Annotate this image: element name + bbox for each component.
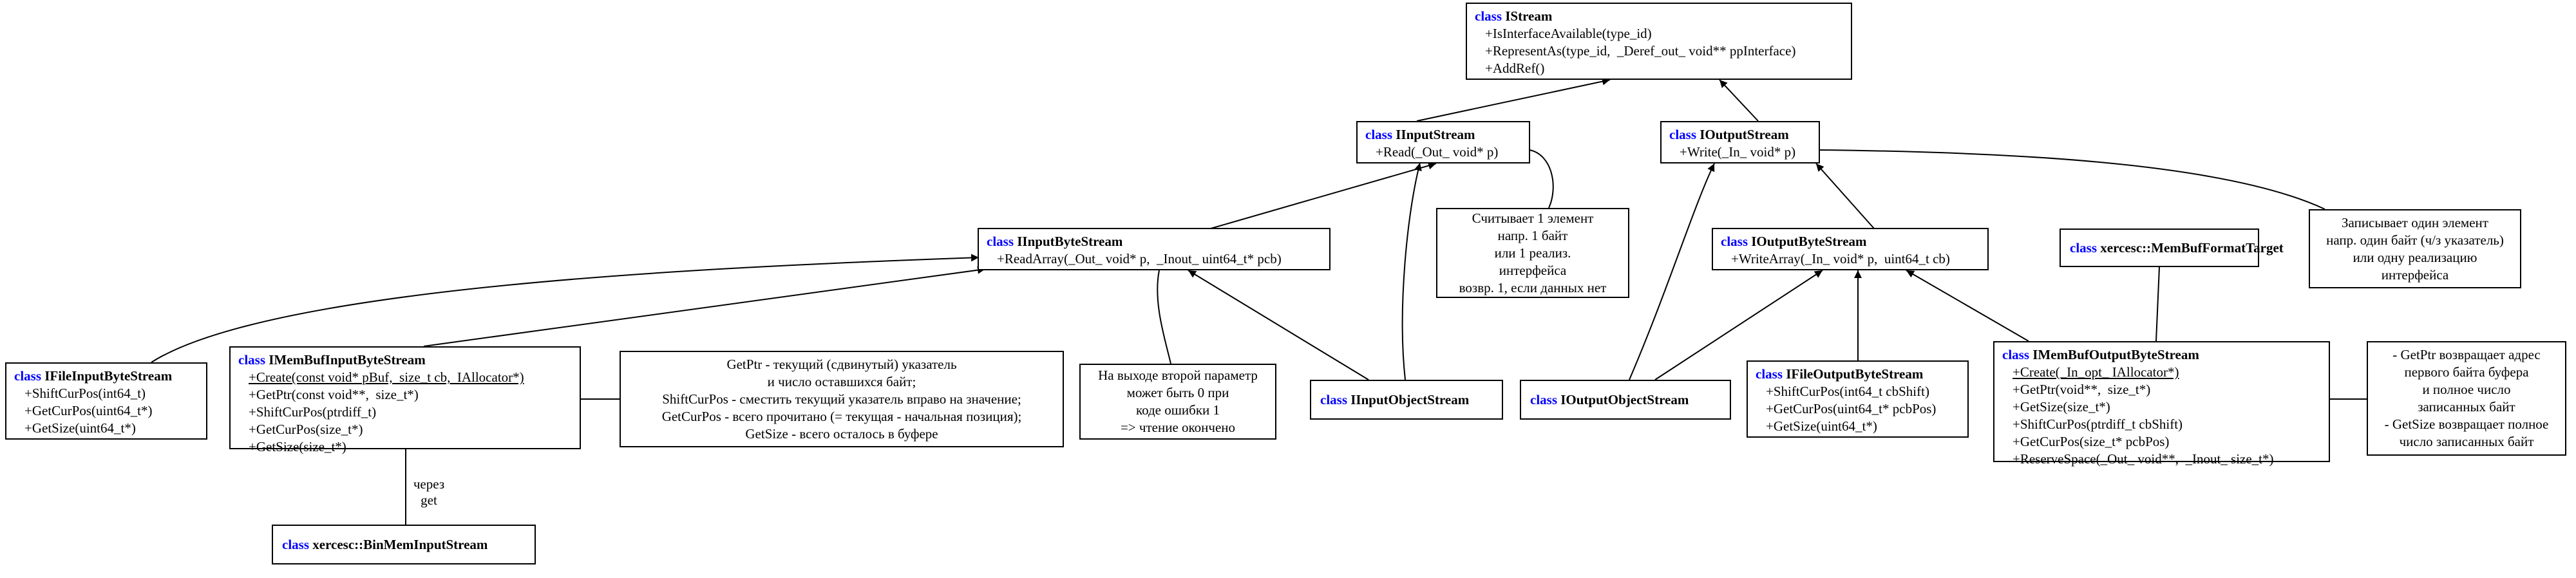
class-imembufoutputbytestream: class IMemBufOutputByteStream +Create(_I… <box>1993 341 2330 467</box>
edge-membufformat-imembufout <box>2155 266 2160 342</box>
class-binmeminputstream: class xercesc::BinMemInputStream <box>272 525 536 564</box>
imembufoutputbytestream-member: +GetPtr(void**, size_t*) <box>2012 382 2151 397</box>
class-imembufinputbytestream: class IMemBufInputByteStream +Create(con… <box>229 346 581 454</box>
imembufinputbytestream-member: +GetCurPos(size_t*) <box>249 422 363 437</box>
class-ioutputbytestream: class IOutputByteStream +WriteArray(_In_… <box>1712 228 1989 270</box>
ifileinputbytestream-title: class IFileInputByteStream <box>14 368 173 384</box>
imembufinputbytestream-title: class IMemBufInputByteStream <box>238 352 426 368</box>
istream-member: +IsInterfaceAvailable(type_id) <box>1485 26 1652 41</box>
imembufinputbytestream-create: +Create(const void* pBuf, size_t cb, IAl… <box>249 369 524 385</box>
ioutputbytestream-member: +WriteArray(_In_ void* p, uint64_t cb) <box>1731 251 1950 266</box>
note-read-text: Считывает 1 элемент напр. 1 байт или 1 р… <box>1459 210 1607 295</box>
note-membufin: GetPtr - текущий (сдвинутый) указатель и… <box>620 351 1064 447</box>
iinputstream-title: class IInputStream <box>1365 127 1475 142</box>
imembufinputbytestream-member: +ShiftCurPos(ptrdiff_t) <box>249 404 377 420</box>
istream-member: +AddRef() <box>1485 61 1545 76</box>
class-ioutputobjectstream: class IOutputObjectStream <box>1520 380 1731 420</box>
imembufoutputbytestream-member: +ReserveSpace(_Out_ void**, _Inout_ size… <box>2012 451 2274 467</box>
class-istream: class IStream +IsInterfaceAvailable(type… <box>1466 3 1852 80</box>
edge-ioutputobject-ioutputstream <box>1629 163 1715 380</box>
istream-title: class IStream <box>1475 8 1553 24</box>
iinputstream-member: +Read(_Out_ void* p) <box>1376 144 1499 160</box>
edge-iinputobject-iinputbytestream <box>1188 270 1369 380</box>
note-read: Считывает 1 элемент напр. 1 байт или 1 р… <box>1436 208 1629 298</box>
edge-ioutputobject-ioutputbytestream <box>1654 270 1823 380</box>
edge-imembufout-ioutputbytestream <box>1906 270 2029 342</box>
istream-member: +RepresentAs(type_id, _Deref_out_ void**… <box>1485 43 1796 59</box>
ioutputstream-member: +Write(_In_ void* p) <box>1680 144 1796 160</box>
edge-label-via-get: через get <box>413 476 445 508</box>
note-membufout: - GetPtr возвращает адрес первого байта … <box>2367 341 2566 456</box>
ifileoutputbytestream-member: +GetCurPos(uint64_t* pcbPos) <box>1766 401 1937 416</box>
class-membufformattarget: class xercesc::MemBufFormatTarget <box>2060 228 2284 267</box>
ifileoutputbytestream-title: class IFileOutputByteStream <box>1756 366 1924 382</box>
imembufinputbytestream-member: +GetSize(size_t*) <box>249 439 346 454</box>
class-iinputbytestream: class IInputByteStream +ReadArray(_Out_ … <box>978 228 1331 270</box>
imembufoutputbytestream-member: +GetCurPos(size_t* pcbPos) <box>2012 434 2170 449</box>
edge-iinputobject-iinputstream <box>1401 162 1422 380</box>
note-readarray: На выходе второй параметр может быть 0 п… <box>1079 364 1276 440</box>
iinputbytestream-member: +ReadArray(_Out_ void* p, _Inout_ uint64… <box>997 251 1282 266</box>
edge-ifileinput-iinputbytestream <box>151 254 980 363</box>
ifileinputbytestream-member: +GetCurPos(uint64_t*) <box>24 403 153 418</box>
note-link-read <box>1529 149 1554 209</box>
edge-iinputstream-istream <box>1416 77 1611 122</box>
imembufoutputbytestream-member: +GetSize(size_t*) <box>2012 399 2110 415</box>
binmeminputstream-title: class xercesc::BinMemInputStream <box>282 536 488 552</box>
ifileoutputbytestream-member: +ShiftCurPos(int64_t cbShift) <box>1766 384 1929 399</box>
imembufoutputbytestream-title: class IMemBufOutputByteStream <box>2002 347 2199 362</box>
note-readarray-text: На выходе второй параметр может быть 0 п… <box>1098 368 1258 435</box>
edge-imembufin-iinputbytestream <box>423 266 986 347</box>
edge-iinputbytestream-iinputstream <box>1210 162 1437 229</box>
class-iinputobjectstream: class IInputObjectStream <box>1310 380 1503 420</box>
ioutputstream-title: class IOutputStream <box>1669 127 1789 142</box>
iinputbytestream-title: class IInputByteStream <box>987 234 1123 249</box>
imembufoutputbytestream-member: +ShiftCurPos(ptrdiff_t cbShift) <box>2012 416 2183 432</box>
membufformattarget-title: class xercesc::MemBufFormatTarget <box>2070 239 2284 256</box>
ifileinputbytestream-member: +GetSize(uint64_t*) <box>24 420 136 436</box>
class-ioutputstream: class IOutputStream +Write(_In_ void* p) <box>1660 121 1820 163</box>
ioutputbytestream-title: class IOutputByteStream <box>1721 234 1867 249</box>
ifileoutputbytestream-member: +GetSize(uint64_t*) <box>1766 418 1877 434</box>
note-write-text: Записывает один элемент напр. один байт … <box>2326 214 2504 283</box>
note-link-write <box>1819 149 2325 210</box>
ioutputobjectstream-title: class IOutputObjectStream <box>1530 391 1689 407</box>
ifileinputbytestream-member: +ShiftCurPos(int64_t) <box>24 386 146 401</box>
class-ifileoutputbytestream: class IFileOutputByteStream +ShiftCurPos… <box>1747 360 1969 438</box>
imembufinputbytestream-member: +GetPtr(const void**, size_t*) <box>249 387 419 402</box>
note-link-readarray <box>1157 270 1171 364</box>
iinputobjectstream-title: class IInputObjectStream <box>1320 391 1470 407</box>
class-ifileinputbytestream: class IFileInputByteStream +ShiftCurPos(… <box>5 362 207 440</box>
note-write: Записывает один элемент напр. один байт … <box>2309 209 2521 288</box>
note-membufout-text: - GetPtr возвращает адрес первого байта … <box>2384 347 2549 449</box>
note-membufin-text: GetPtr - текущий (сдвинутый) указатель и… <box>661 356 1022 442</box>
imembufoutputbytestream-create: +Create(_In_opt_ IAllocator*) <box>2012 364 2179 380</box>
class-iinputstream: class IInputStream +Read(_Out_ void* p) <box>1356 121 1530 163</box>
edge-ioutputstream-istream <box>1719 79 1759 122</box>
edge-ioutputbytestream-ioutputstream <box>1815 163 1875 229</box>
